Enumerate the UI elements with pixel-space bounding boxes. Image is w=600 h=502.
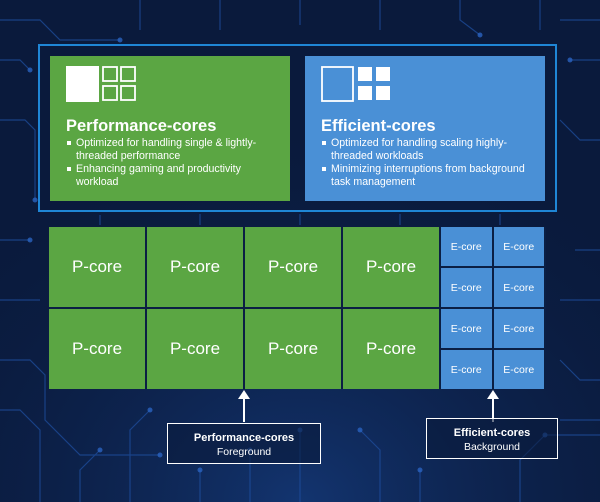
e-core-cell: E-core [493, 227, 544, 266]
efficient-label-subtitle: Background [463, 441, 521, 453]
bullet-item: Minimizing interruptions from background… [321, 163, 537, 188]
e-core-cell: E-core [441, 350, 492, 389]
e-core-cell: E-core [441, 227, 492, 266]
performance-label-subtitle: Foreground [216, 446, 272, 458]
efficient-cores-bullets: Optimized for handling scaling highly-th… [321, 137, 537, 189]
large-square-with-small-squares-icon [66, 66, 136, 102]
efficient-label-title: Efficient-cores [453, 427, 531, 439]
p-core-cell: P-core [245, 227, 341, 307]
efficient-arrow-icon [487, 390, 499, 422]
p-core-cell: P-core [49, 227, 145, 307]
performance-label-title: Performance-cores [193, 432, 295, 444]
bullet-item: Optimized for handling scaling highly-th… [321, 137, 537, 162]
performance-cores-bullets: Optimized for handling single & lightly-… [66, 137, 282, 189]
p-core-cell: P-core [343, 227, 439, 307]
e-core-cell: E-core [493, 350, 544, 389]
e-core-cell: E-core [493, 268, 544, 307]
efficient-cores-card: Efficient-cores Optimized for handling s… [305, 56, 545, 201]
e-core-cell: E-core [493, 309, 544, 348]
p-core-cell: P-core [49, 309, 145, 389]
p-core-cell: P-core [147, 227, 243, 307]
cores-overview-frame [38, 44, 557, 212]
e-core-cell: E-core [441, 268, 492, 307]
performance-arrow-icon [238, 390, 250, 422]
performance-cores-card: Performance-cores Optimized for handling… [50, 56, 290, 201]
small-squares-with-large-square-icon [321, 66, 390, 102]
bullet-item: Enhancing gaming and productivity worklo… [66, 163, 282, 188]
bullet-item: Optimized for handling single & lightly-… [66, 137, 282, 162]
p-core-cell: P-core [245, 309, 341, 389]
p-core-cell: P-core [147, 309, 243, 389]
p-core-cell: P-core [343, 309, 439, 389]
efficient-cores-label: Efficient-cores Background [426, 418, 558, 459]
performance-cores-title: Performance-cores [66, 117, 217, 135]
performance-cores-label: Performance-cores Foreground [167, 423, 321, 464]
efficient-cores-title: Efficient-cores [321, 117, 436, 135]
e-core-cell: E-core [441, 309, 492, 348]
